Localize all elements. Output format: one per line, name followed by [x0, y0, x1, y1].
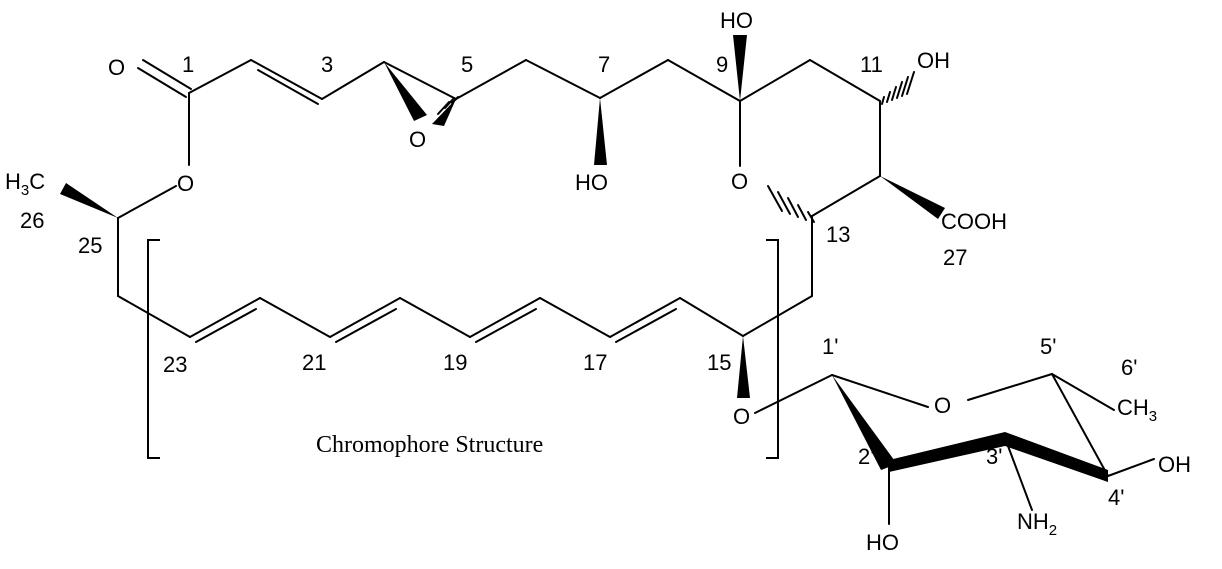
atom-o-carbonyl: O: [108, 55, 125, 80]
locant-c7: 7: [598, 52, 610, 77]
atom-o-epoxide: O: [409, 127, 426, 152]
locant-c17: 17: [583, 350, 607, 375]
locant-c19: 19: [443, 350, 467, 375]
locant-c1: 1: [182, 52, 194, 77]
locant-c25: 25: [78, 233, 102, 258]
chromophore-caption: Chromophore Structure: [316, 432, 543, 458]
locant-s1: 1': [822, 334, 838, 359]
atom-ho-7: HO: [575, 170, 608, 195]
atom-ho-2prime: HO: [866, 530, 899, 555]
locant-c27: 27: [943, 245, 967, 270]
locant-c11: 11: [860, 52, 883, 77]
atom-labels: O O O HO HO OH O COOH H3C O O CH3 OH HO …: [5, 8, 1191, 555]
bracket-left: [147, 239, 160, 459]
atom-oh-4prime: OH: [1158, 452, 1191, 477]
locant-c15: 15: [707, 350, 731, 375]
locant-s2: 2': [858, 444, 874, 469]
locant-c3: 3: [321, 52, 333, 77]
bracket-right: [766, 239, 779, 459]
stereo-bonds: [60, 35, 1108, 482]
atom-ch3-6prime: CH3: [1117, 395, 1157, 425]
atom-o-ester: O: [177, 171, 194, 196]
locant-s4: 4': [1108, 485, 1124, 510]
locant-c9: 9: [716, 52, 728, 77]
locant-s3: 3': [986, 444, 1002, 469]
locant-s6: 6': [1121, 355, 1137, 380]
locant-c23: 23: [163, 352, 187, 377]
atom-oh-11: OH: [917, 48, 950, 73]
atom-o-ring: O: [731, 169, 748, 194]
locant-labels: 1 3 5 7 9 11 13 15 17 19 21 23 25 26 27 …: [20, 52, 1137, 510]
locant-c26: 26: [20, 208, 44, 233]
locant-c21: 21: [302, 350, 326, 375]
atom-cooh: COOH: [941, 209, 1007, 234]
locant-c5: 5: [461, 52, 473, 77]
atom-nh2-3prime: NH2: [1017, 509, 1057, 539]
atom-o-sugar-ring: O: [934, 393, 951, 418]
atom-ho-9: HO: [720, 8, 753, 33]
locant-s5: 5': [1040, 334, 1056, 359]
locant-c13: 13: [826, 222, 850, 247]
atom-o-glycosidic: O: [733, 404, 750, 429]
atom-ch3-26: H3C: [5, 169, 45, 199]
